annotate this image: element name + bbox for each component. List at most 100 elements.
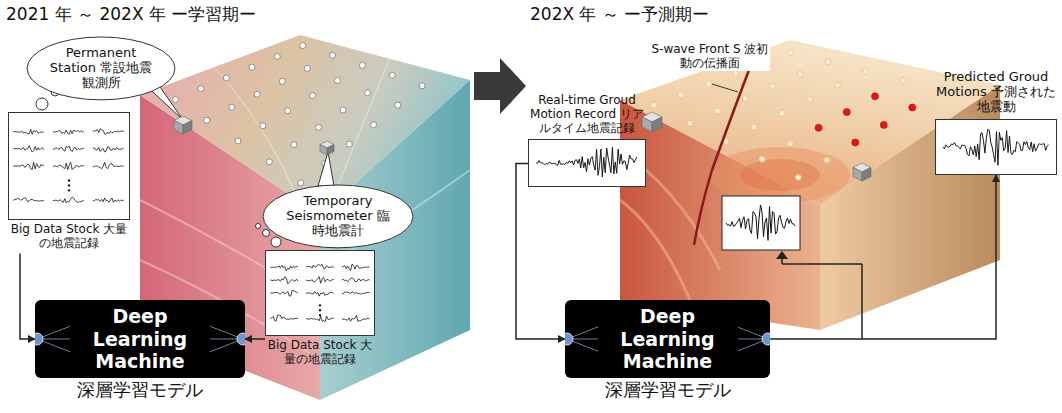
waveform xyxy=(306,292,334,297)
waveform xyxy=(342,292,370,295)
predicted-site xyxy=(705,81,711,87)
predicted-site xyxy=(815,124,822,131)
station-dot xyxy=(198,86,204,92)
predicted-site xyxy=(751,124,757,130)
record-caption: Real-time Groud Motion Record リアルタイム地震記録 xyxy=(528,94,646,135)
waveform xyxy=(13,129,44,134)
predicted-site xyxy=(843,109,850,116)
station-dot xyxy=(389,72,395,78)
model-caption: 深層学習モデル xyxy=(565,380,770,401)
callout-ellipse: Temporary Seismometer 臨時地震計 xyxy=(262,184,414,249)
station-dot xyxy=(371,122,377,128)
flow-arrow xyxy=(516,163,565,339)
station-dot xyxy=(249,64,255,70)
station-dot xyxy=(300,43,306,49)
station-cube xyxy=(320,145,327,156)
station-cube xyxy=(327,145,334,156)
waveform xyxy=(306,277,334,284)
box-caption: Big Data Stock 大量の地震記録 xyxy=(8,223,130,251)
station-dot xyxy=(419,83,425,89)
waveform-frame xyxy=(8,112,130,220)
waveform xyxy=(529,140,645,186)
station-dot xyxy=(291,142,297,148)
predicted-site xyxy=(714,108,720,114)
waveform xyxy=(93,147,124,152)
waveform xyxy=(270,290,298,296)
waveform-set xyxy=(9,113,129,219)
predicted-site xyxy=(770,83,776,89)
predicted-site xyxy=(807,96,813,102)
waveform xyxy=(270,315,298,321)
model-caption: 深層学習モデル xyxy=(35,380,245,401)
station-cube xyxy=(862,168,871,182)
predicted-site xyxy=(687,120,693,126)
flow-arrow xyxy=(20,254,35,339)
station-dot xyxy=(279,78,285,84)
waveform xyxy=(53,146,84,152)
predicted-site xyxy=(863,68,869,74)
ellipsis-dot xyxy=(319,314,321,316)
station-dot xyxy=(298,180,304,186)
predicted-site xyxy=(900,78,906,84)
record-box: Predicted Groud Motions 予測された地震動 xyxy=(935,70,1057,175)
model-name: Deep Learning Machine xyxy=(598,304,738,374)
model-label: Deep Learning Machine xyxy=(70,304,210,374)
neuron xyxy=(565,333,573,345)
neuron xyxy=(237,333,245,345)
station-dot xyxy=(266,159,272,165)
model-box: Deep Learning Machine 深層学習モデル xyxy=(565,300,770,401)
station-dot xyxy=(229,104,235,110)
station-cube xyxy=(853,168,862,182)
record-box: Big Data Stock 大量の地震記録 xyxy=(265,250,375,367)
waveform xyxy=(936,120,1056,174)
model-frame: Deep Learning Machine xyxy=(35,300,245,378)
predicted-site xyxy=(787,141,793,147)
box-caption: Big Data Stock 大量の地震記録 xyxy=(265,339,375,367)
record-box: Big Data Stock 大量の地震記録 xyxy=(8,112,130,251)
waveform xyxy=(53,162,84,169)
station-dot xyxy=(330,52,336,58)
station-dot xyxy=(395,102,401,108)
record-caption: Predicted Groud Motions 予測された地震動 xyxy=(935,70,1057,115)
waveform xyxy=(13,197,44,201)
predicted-site xyxy=(742,96,748,102)
station-dot xyxy=(260,123,266,129)
station-dot xyxy=(334,77,340,83)
predicted-site xyxy=(795,174,801,180)
predicted-site xyxy=(825,59,831,65)
predicted-site xyxy=(779,110,785,116)
predicted-site xyxy=(852,139,859,146)
waveform xyxy=(270,265,298,271)
predicted-site xyxy=(880,121,887,128)
waveform xyxy=(93,162,124,168)
station-dot xyxy=(315,124,321,130)
waveform xyxy=(342,264,370,270)
waveform xyxy=(270,277,298,284)
prediction-box xyxy=(722,196,800,250)
station-dot xyxy=(359,62,365,68)
station-dot xyxy=(254,91,260,97)
waveform xyxy=(13,162,44,169)
waveform-frame xyxy=(935,119,1057,175)
station-dot xyxy=(223,75,229,81)
flow-arrow xyxy=(770,175,996,339)
waveform-frame xyxy=(528,139,646,187)
ellipsis-dot xyxy=(319,304,321,306)
model-label: Deep Learning Machine xyxy=(598,304,738,374)
predicted-site xyxy=(872,93,879,100)
station-cube xyxy=(183,121,192,135)
predicted-site xyxy=(733,71,739,77)
waveform xyxy=(306,264,334,268)
predicted-site xyxy=(909,104,916,111)
predicted-site xyxy=(835,82,841,88)
waveform xyxy=(342,315,370,321)
ellipsis-dot xyxy=(68,189,70,191)
station-dot xyxy=(204,117,210,123)
callout-text: Permanent Station 常設地震観測所 xyxy=(46,46,156,91)
predicted-site xyxy=(797,71,803,77)
waveform xyxy=(93,198,124,203)
waveform xyxy=(53,130,84,134)
flow-arrow xyxy=(245,338,265,340)
predicted-site xyxy=(824,157,830,163)
callout-text: Temporary Seismometer 臨時地震計 xyxy=(282,194,394,239)
